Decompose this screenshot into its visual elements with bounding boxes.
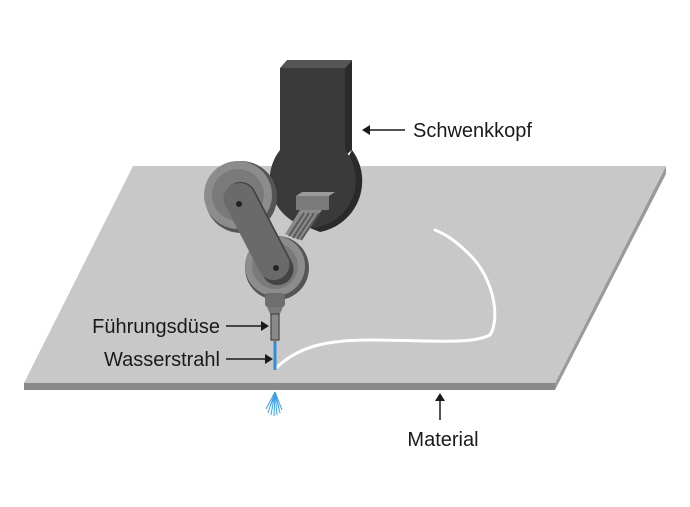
swivel-head-body [269,68,356,228]
threaded-spindle [285,210,322,241]
plate-top-surface [24,166,666,383]
mount-block-top [296,192,335,196]
water-jet-spray [265,391,283,417]
upper-pivot [236,201,242,207]
label-swivel-head: Schwenkkopf [413,120,532,142]
arm-linkage [223,181,294,286]
water-jet [265,341,283,417]
plate-side-edge [555,166,666,390]
label-arrows [226,125,445,420]
nozzle-assembly [265,293,285,341]
arm-body [223,182,290,281]
guide-nozzle [270,313,280,341]
plate-edge [24,383,555,390]
label-material: Material [407,429,478,451]
lower-pivot [273,265,279,271]
swivel-head-side-bevel [345,60,352,156]
material-plate [24,166,666,390]
mount-block [296,196,329,210]
cut-path [274,228,497,370]
nozzle-collar [265,293,285,307]
swivel-head [269,60,363,241]
label-water-jet: Wasserstrahl [104,349,220,371]
label-guide-nozzle: Führungsdüse [92,316,220,338]
swivel-head-top-bevel [280,60,352,68]
